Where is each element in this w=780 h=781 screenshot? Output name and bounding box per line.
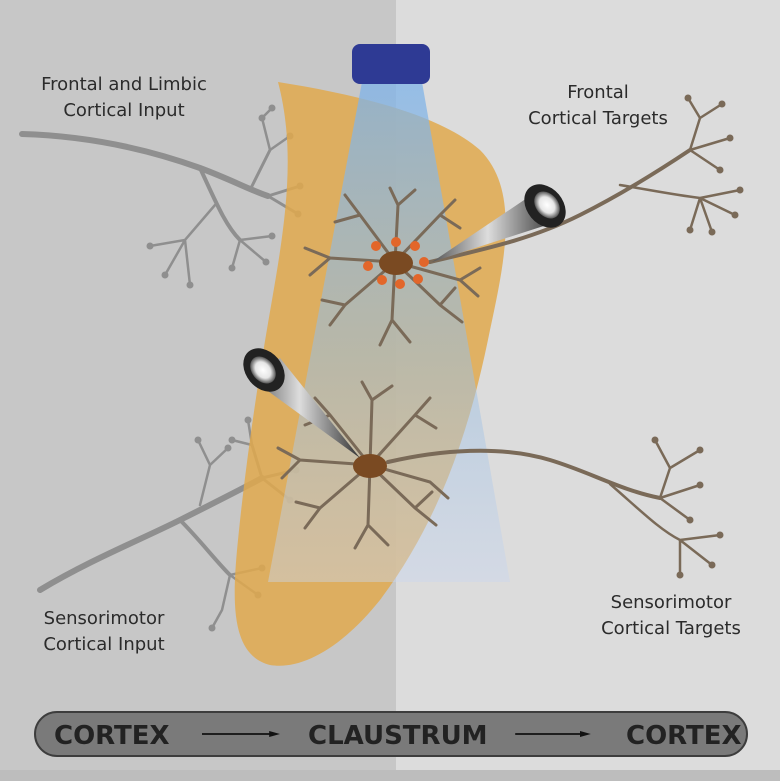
lower-neuron-soma <box>353 454 387 478</box>
sensorimotor-targets-line2: Cortical Targets <box>601 618 741 639</box>
sensorimotor-target-axon <box>386 438 722 577</box>
flow-cortex-right: CORTEX <box>626 721 742 751</box>
frontal-limbic-input-line2: Cortical Input <box>63 100 185 121</box>
sensorimotor-input-line2: Cortical Input <box>43 634 165 655</box>
sensorimotor-input-line1: Sensorimotor <box>43 608 165 629</box>
lower-electrode-icon <box>243 348 360 458</box>
flow-cortex-left: CORTEX <box>54 721 170 751</box>
flow-arrow-left-icon <box>202 731 280 737</box>
bottom-strip <box>0 770 780 781</box>
sensorimotor-input-label: Sensorimotor Cortical Input <box>26 606 182 658</box>
upper-neuron-dendrites <box>303 186 482 347</box>
frontal-limbic-input-label: Frontal and Limbic Cortical Input <box>26 72 222 124</box>
frontal-target-axon <box>428 96 742 264</box>
frontal-target-terminals <box>684 94 744 236</box>
light-source-cap <box>352 44 430 84</box>
flow-arrow-right-icon <box>515 731 591 737</box>
upper-electrode-icon <box>432 184 566 262</box>
frontal-targets-line2: Cortical Targets <box>528 108 668 129</box>
upper-neuron-label-dots <box>363 237 429 289</box>
light-beam <box>268 82 510 582</box>
sensorimotor-target-terminals <box>651 436 724 579</box>
flow-claustrum: CLAUSTRUM <box>308 721 488 751</box>
sensorimotor-targets-line1: Sensorimotor <box>610 592 732 613</box>
pathway-flow-bar: CORTEX CLAUSTRUM CORTEX <box>34 711 748 757</box>
sensorimotor-targets-label: Sensorimotor Cortical Targets <box>590 590 752 642</box>
frontal-targets-line1: Frontal <box>567 82 629 103</box>
frontal-targets-label: Frontal Cortical Targets <box>518 80 678 132</box>
upper-neuron-soma <box>379 251 413 275</box>
frontal-limbic-input-line1: Frontal and Limbic <box>41 74 207 95</box>
